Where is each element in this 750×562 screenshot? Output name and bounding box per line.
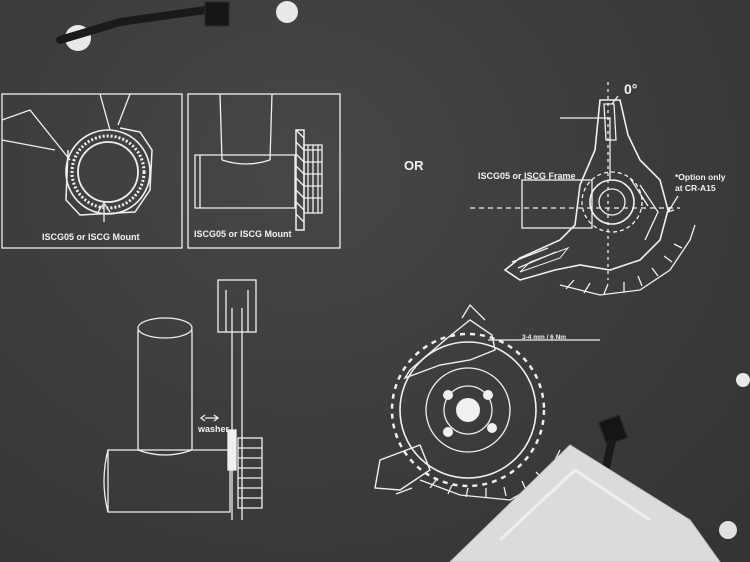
hole-right bbox=[736, 373, 750, 387]
hole-top-right bbox=[276, 1, 298, 23]
panel-mount-front bbox=[1, 93, 183, 249]
chain-guide-diagram bbox=[470, 82, 696, 296]
mount-label-right: ISCG05 or ISCG Mount bbox=[194, 229, 292, 239]
frame-label: ISCG05 or ISCG Frame bbox=[478, 171, 576, 181]
washer-label: washer bbox=[198, 424, 230, 434]
angle-label: 0° bbox=[624, 81, 638, 97]
plastic-wrap bbox=[449, 444, 721, 562]
plastic-wrap-fold bbox=[498, 468, 651, 542]
zip-tie-top bbox=[56, 1, 230, 51]
mount-label-left: ISCG05 or ISCG Mount bbox=[42, 232, 140, 242]
option-note: *Option only at CR-A15 bbox=[675, 172, 726, 193]
or-label: OR bbox=[404, 158, 424, 173]
panel-mount-side bbox=[187, 93, 341, 249]
chainring-diagram bbox=[374, 303, 600, 501]
hole-bottom-right bbox=[719, 521, 737, 539]
torque-label: 3-4 mm / 6 Nm bbox=[522, 334, 567, 341]
bottom-bracket-diagram bbox=[103, 279, 263, 520]
